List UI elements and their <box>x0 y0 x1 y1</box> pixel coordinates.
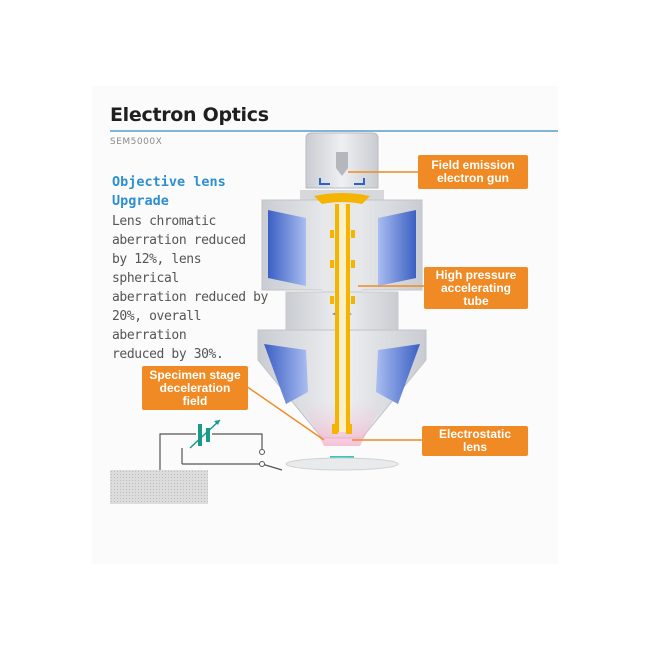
label-line: Electrostatic <box>438 427 512 441</box>
accelerating-tube-label: High pressure accelerating tube <box>424 267 528 309</box>
description-line: reduced by 30%. <box>112 347 224 362</box>
electron-gun-housing <box>300 132 384 200</box>
description-line: aberration reduced <box>112 233 246 248</box>
callout-leaders <box>245 171 424 441</box>
switch-contact <box>259 449 265 455</box>
feature-heading: Objective lens Upgrade <box>112 173 252 211</box>
variable-voltage-source <box>189 419 221 449</box>
specimen-stage <box>285 456 399 471</box>
label-line: Specimen stage <box>149 367 241 382</box>
heading-line: Objective lens <box>112 174 226 190</box>
label-line: field <box>182 393 208 408</box>
field-emission-gun-label: Field emission electron gun <box>418 155 528 189</box>
page-title: Electron Optics <box>110 104 269 126</box>
specimen-stage-field-label: Specimen stage deceleration field <box>142 366 248 410</box>
deceleration-circuit <box>159 433 283 471</box>
label-line: accelerating <box>440 280 512 295</box>
description-line: by 12%, lens spherical <box>112 252 202 286</box>
label-line: Field emission <box>431 158 515 172</box>
model-name: SEM5000X <box>110 137 163 147</box>
label-line: tube <box>463 293 489 308</box>
feature-description: Lens chromatic aberration reduced by 12%… <box>112 212 272 364</box>
label-line: electron gun <box>436 171 509 185</box>
description-line: Lens chromatic <box>112 214 216 229</box>
title-divider <box>110 130 558 132</box>
accelerating-tube <box>314 193 370 434</box>
label-line: deceleration <box>159 380 231 395</box>
switch-contact <box>259 461 265 467</box>
condenser-lens-block <box>261 199 423 295</box>
heading-line: Upgrade <box>112 193 169 209</box>
description-line: 20%, overall aberration <box>112 309 202 343</box>
label-line: High pressure <box>435 267 517 282</box>
ground-block <box>110 470 208 504</box>
electrostatic-lens-label: Electrostatic lens <box>422 426 528 456</box>
label-line: lens <box>462 440 487 454</box>
description-line: aberration reduced by <box>112 290 268 305</box>
